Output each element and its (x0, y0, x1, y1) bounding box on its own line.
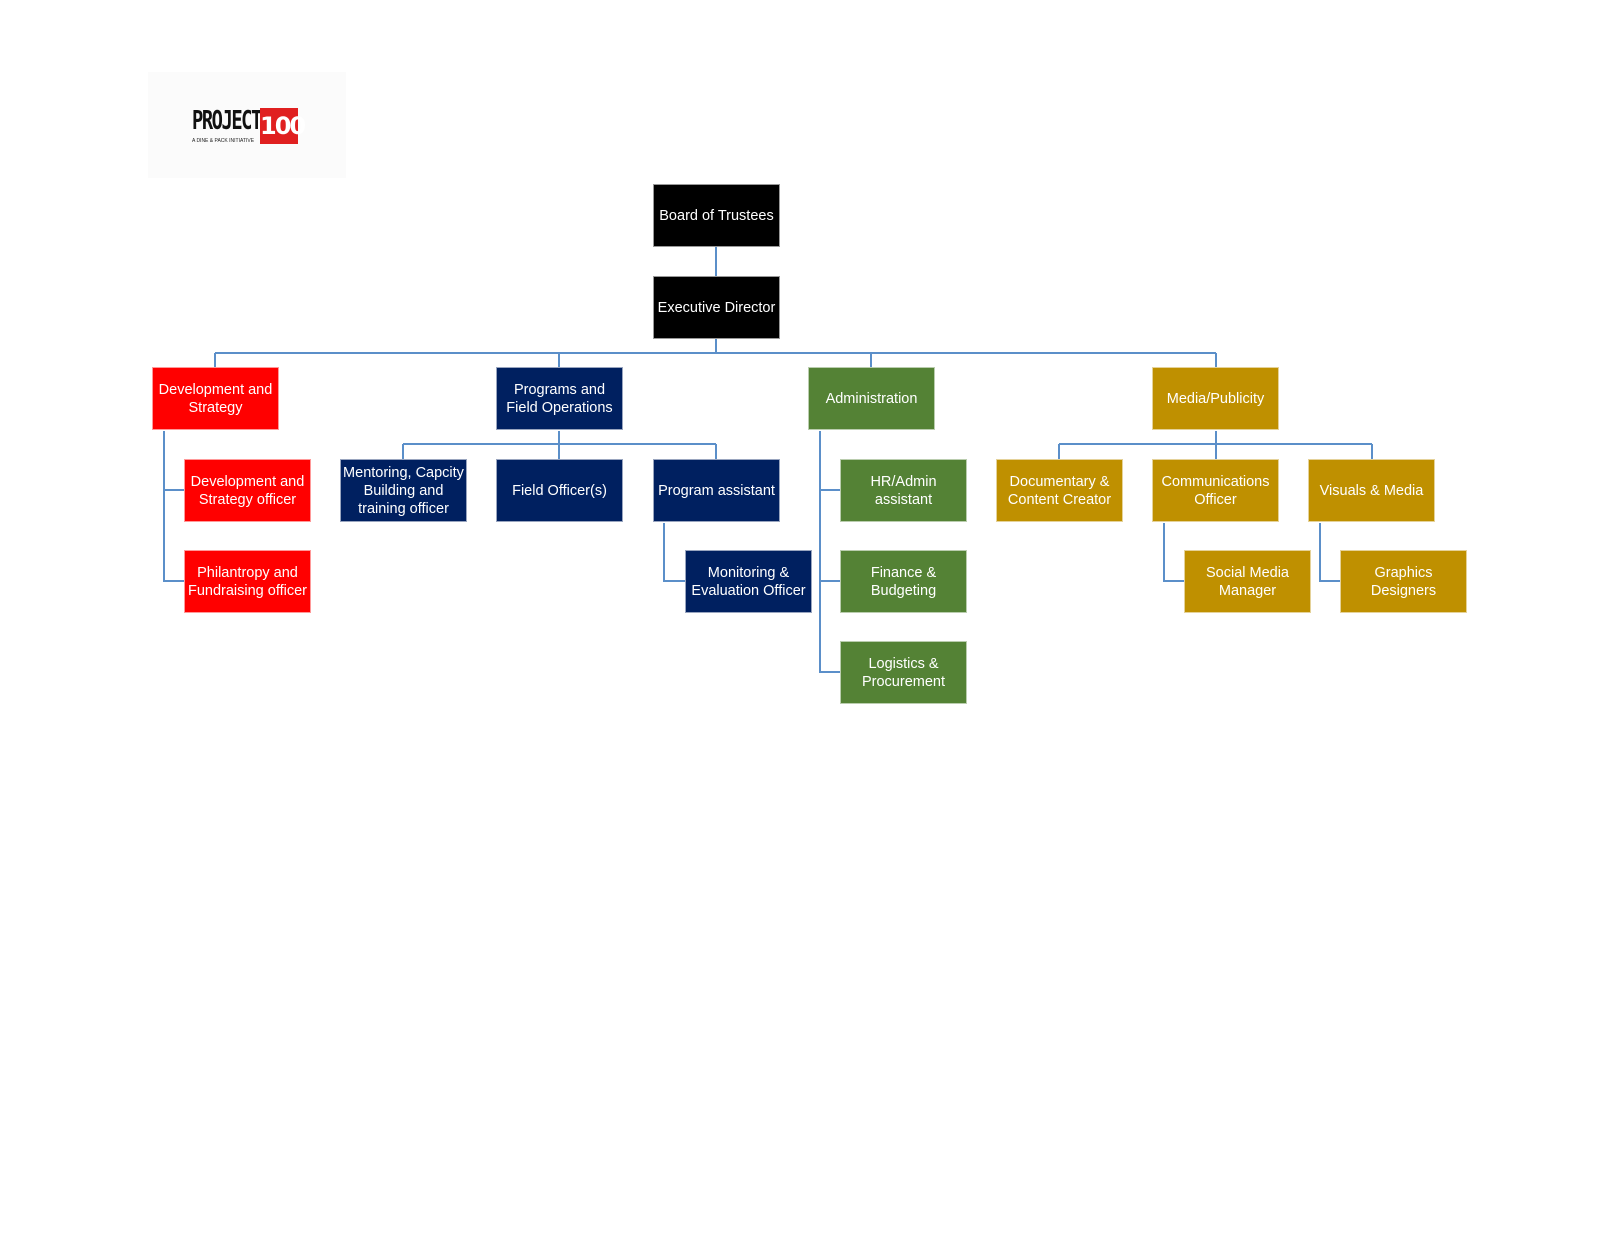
node-media-publicity: Media/Publicity (1152, 367, 1279, 430)
logo-word: PROJECT (192, 106, 262, 136)
node-logistics: Logistics & Procurement (840, 641, 967, 704)
node-finance: Finance & Budgeting (840, 550, 967, 613)
node-fundraising-officer: Philantropy and Fundraising officer (184, 550, 311, 613)
node-graphics-designers: Graphics Designers (1340, 550, 1467, 613)
node-program-assistant: Program assistant (653, 459, 780, 522)
node-programs: Programs and Field Operations (496, 367, 623, 430)
node-hr-admin: HR/Admin assistant (840, 459, 967, 522)
node-visuals-media: Visuals & Media (1308, 459, 1435, 522)
node-executive-director: Executive Director (653, 276, 780, 339)
logo-tagline: A DINE & PACK INITIATIVE (192, 138, 255, 144)
node-me-officer: Monitoring & Evaluation Officer (685, 550, 812, 613)
project-100-logo: PROJECT 100 A DINE & PACK INITIATIVE (148, 72, 346, 178)
node-field-officers: Field Officer(s) (496, 459, 623, 522)
node-mentoring-officer: Mentoring, Capcity Building and training… (340, 459, 467, 522)
node-administration: Administration (808, 367, 935, 430)
node-documentary: Documentary & Content Creator (996, 459, 1123, 522)
node-communications: Communications Officer (1152, 459, 1279, 522)
node-development-officer: Development and Strategy officer (184, 459, 311, 522)
node-board: Board of Trustees (653, 184, 780, 247)
node-social-media: Social Media Manager (1184, 550, 1311, 613)
node-development-strategy: Development and Strategy (152, 367, 279, 430)
